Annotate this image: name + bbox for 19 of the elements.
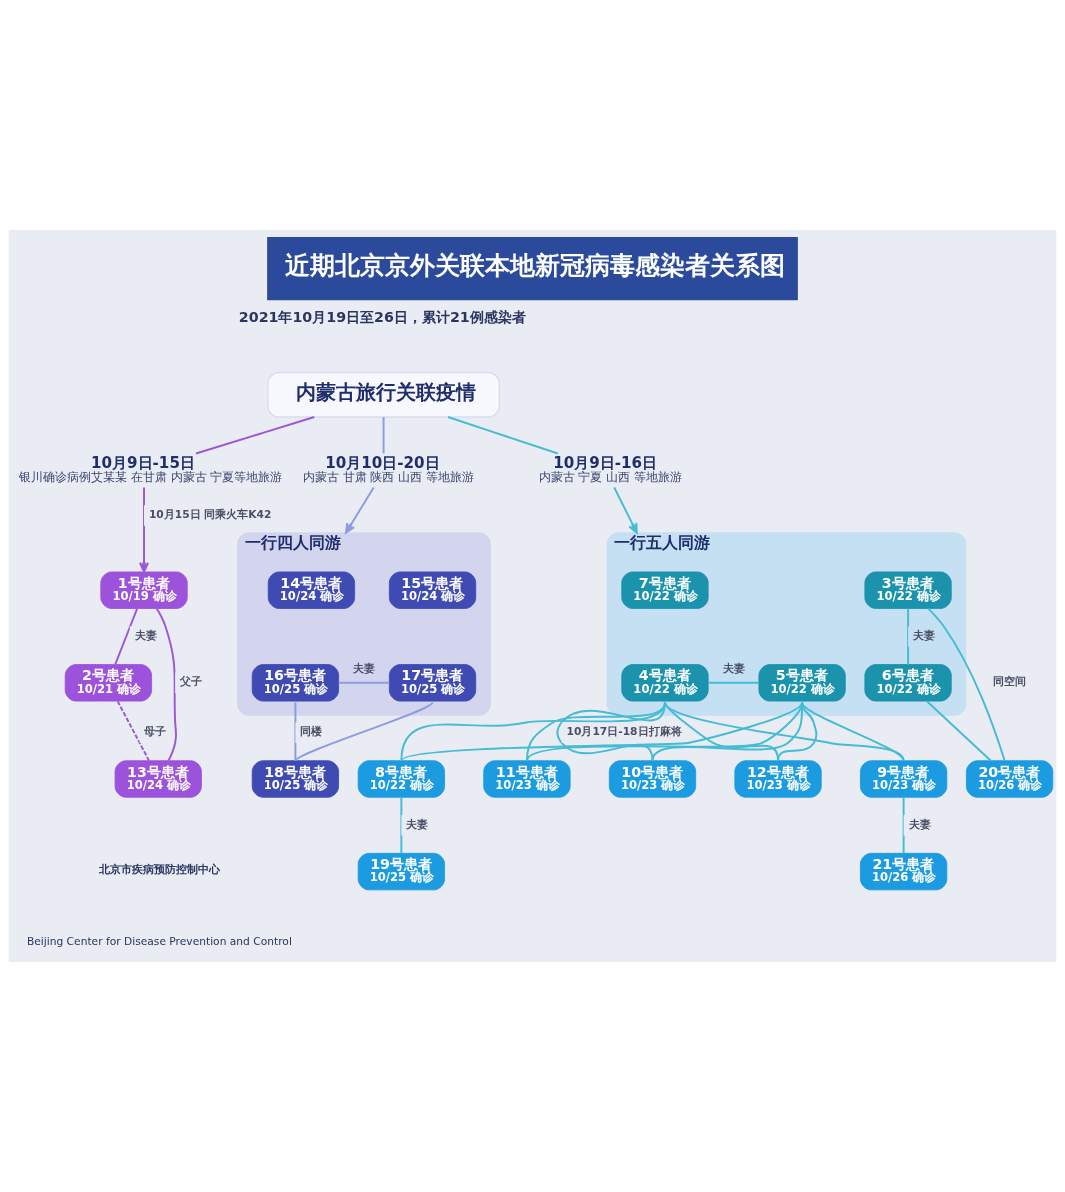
edge-label: 10月17日-18日打麻将 (566, 725, 682, 739)
edge-label: 父子 (180, 675, 203, 689)
edge-label: 同楼 (300, 725, 323, 739)
edge-label: 夫妻 (912, 628, 935, 642)
edge-label: 夫妻 (406, 817, 429, 831)
edge-label: 10月15日 同乘火车K42 (148, 507, 272, 521)
edge-label: 母子 (144, 725, 167, 739)
node-text: 10月9日-16日 内蒙古 宁夏 山西 等地旅游 (538, 454, 682, 484)
node-text: 10月10日-20日 内蒙古 甘肃 陕西 山西 等地旅游 (302, 454, 474, 484)
label: 2021年10月19日至26日，累计21例感染者 (238, 309, 526, 326)
label: 北京市疾病预防控制中心 (99, 863, 221, 877)
label: Beijing Center for Disease Prevention and Control (26, 935, 292, 949)
edge-label: 同空间 (993, 675, 1027, 689)
edge-label: 夫妻 (908, 817, 931, 831)
edge-label: 夫妻 (353, 662, 376, 676)
edge-label: 夫妻 (134, 628, 157, 642)
diagram-title: 近期北京京外关联本地新冠病毒感染者关系图 (284, 251, 785, 281)
edge-label: 夫妻 (722, 662, 745, 676)
node-text: 10月9日-15日 银川确诊病例艾某某 在甘肃 内蒙古 宁夏等地旅游 (19, 454, 283, 484)
